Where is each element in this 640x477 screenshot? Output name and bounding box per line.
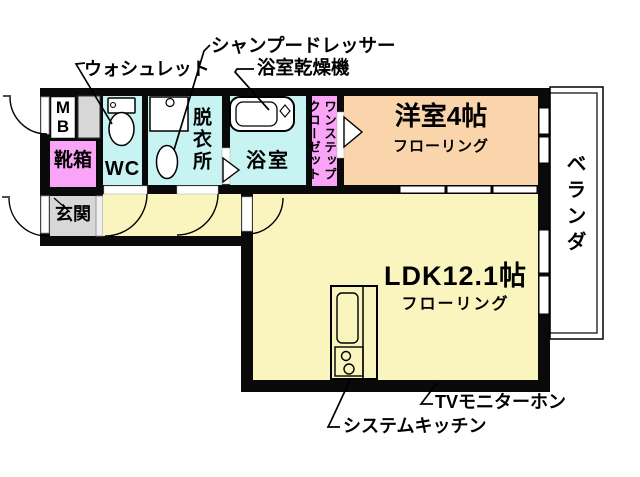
meter-box-exterior-door-arc — [9, 96, 48, 135]
window — [538, 107, 550, 135]
veranda-label: ベランダ — [563, 153, 585, 257]
wc-door-opening — [103, 185, 148, 195]
entrance-exterior-door-arc — [8, 197, 48, 237]
ldk-fill — [253, 194, 538, 380]
closet-fill — [312, 96, 337, 186]
western-room-title: 洋室4帖 フローリング — [344, 101, 538, 155]
system-kitchen-leader-line — [326, 377, 352, 428]
washlet-leader-line — [74, 62, 113, 125]
sliding-door-panel — [492, 185, 538, 194]
sliding-door-panel — [446, 185, 492, 194]
veranda-outline — [549, 86, 604, 340]
shoe-box-label: 靴箱 — [53, 150, 92, 171]
closet-label: ワンステップ クローゼット — [306, 100, 336, 181]
bathroom-dryer-leader-line — [233, 68, 270, 111]
bathroom-label: 浴室 — [246, 150, 290, 172]
dressing-door-opening — [176, 185, 219, 195]
window — [538, 136, 550, 164]
ldk-name: LDK12.1帖 — [383, 261, 528, 291]
bathroom-dryer-annotation: 浴室乾燥機 — [257, 57, 350, 78]
ldk-floor-type: フローリング — [401, 296, 510, 314]
ldk-title: LDK12.1帖 フローリング — [363, 261, 548, 314]
tv-monitor-phone-leader-line — [419, 382, 438, 405]
meter-box-fill — [48, 94, 78, 141]
ldk-door-opening — [241, 196, 253, 232]
western-room-name: 洋室4帖 — [394, 101, 488, 131]
veranda-inner-line — [549, 92, 598, 334]
bathroom-door-marker — [222, 156, 241, 184]
window — [538, 229, 550, 274]
meter-box-door-opening — [40, 96, 50, 135]
entrance-label: 玄関 — [55, 204, 91, 224]
toilet-icon — [107, 97, 136, 147]
window — [538, 275, 550, 315]
entrance-step-line — [53, 197, 71, 213]
shampoo-dresser-annotation: シャンプードレッサー — [211, 35, 396, 56]
storage-square-fill — [77, 95, 101, 139]
dressing-door-arc — [176, 193, 219, 236]
shampoo-dresser-leader-line — [173, 44, 211, 151]
western-room-fill — [344, 96, 538, 185]
hallway-fill — [103, 194, 241, 236]
ldk-door-arc — [246, 197, 284, 235]
closet-door-opening — [336, 111, 345, 159]
system-kitchen-annotation: システムキッチン — [343, 416, 487, 436]
shoe-box-fill — [50, 141, 96, 187]
tv-monitor-phone-annotation: TVモニターホン — [435, 392, 567, 412]
sliding-door-panel — [399, 185, 446, 194]
closet-door-marker — [343, 115, 364, 149]
system-kitchen-icon — [330, 285, 378, 380]
wc-label: WC — [104, 158, 141, 180]
dressing-room-label: 脱衣所 — [190, 107, 211, 173]
entrance-fill — [50, 196, 96, 236]
bathtub-icon — [229, 96, 295, 132]
washlet-annotation: ウォシュレット — [84, 59, 210, 79]
meter-box-label: M B — [55, 98, 71, 136]
wc-door-arc — [104, 193, 148, 237]
entrance-door-opening — [40, 195, 50, 234]
western-room-floor-type: フローリング — [392, 137, 489, 155]
